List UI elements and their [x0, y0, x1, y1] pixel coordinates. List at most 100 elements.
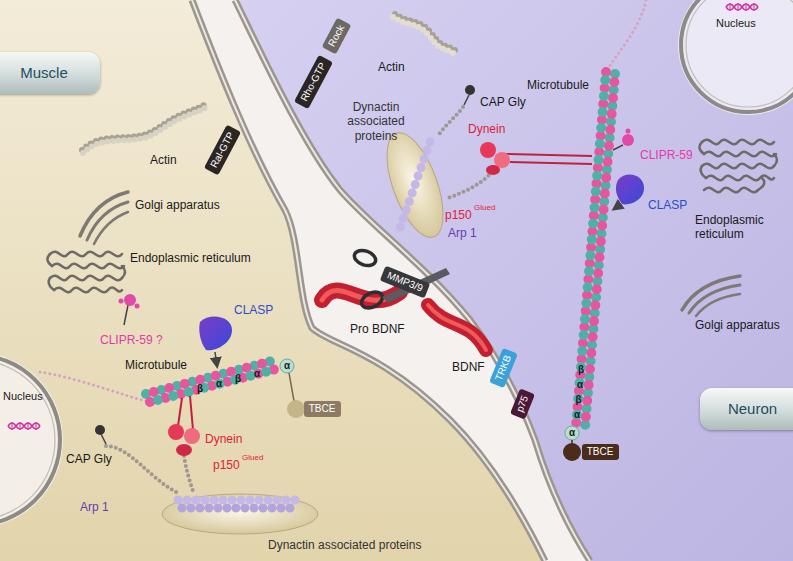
endoplasmic-reticulum-part: [52, 264, 124, 269]
organelle-label: Golgi apparatus: [695, 318, 780, 332]
nucleus-ground-part: [0, 352, 63, 528]
tbce-complex-part: [563, 443, 581, 461]
dynein-motor-part: [494, 152, 510, 168]
endoplasmic-reticulum-part: [699, 142, 777, 190]
cell-membrane-part: [235, 0, 590, 561]
golgi-apparatus-part: [696, 294, 740, 316]
endoplasmic-reticulum-part: [50, 276, 122, 281]
node-text: Muscle: [20, 64, 68, 82]
superscript-label: Glued: [474, 203, 495, 213]
clipr-icon-part: [613, 145, 623, 150]
microtubule-part: [606, 0, 646, 72]
organelle-label: Endoplasmic reticulum: [130, 251, 251, 265]
tbce-complex-part: [289, 373, 294, 401]
dynactin-complex-part: [400, 142, 430, 228]
subunit-label: α: [216, 378, 222, 390]
dynactin-complex-part: [182, 504, 296, 513]
actin-filament-part: [83, 107, 207, 153]
nuclear-envelope: [686, 0, 793, 107]
nucleus-ground-part: [678, 0, 793, 115]
part-label: Microtubule: [527, 78, 589, 92]
dna-icon-part: [726, 4, 758, 10]
bdnf-ribbon-part: [428, 305, 486, 350]
cell-membrane-part: [235, 0, 590, 561]
microtubule-part: [40, 372, 150, 402]
nuclear-envelope: [681, 0, 793, 112]
golgi-apparatus-part: [87, 202, 128, 240]
endoplasmic-reticulum-part: [47, 254, 125, 290]
dynein-motor-part: [184, 428, 200, 444]
clipr-icon-part: [119, 299, 124, 304]
cap-gly-p150-part: [101, 434, 106, 444]
dynein-motor: [168, 142, 592, 456]
dynein-motor-part: [176, 444, 192, 456]
subunit-label: α: [254, 368, 260, 380]
cap-gly-p150-part: [465, 85, 475, 95]
nucleus: Nucleus: [678, 0, 793, 115]
actin-filament: [82, 14, 458, 153]
dynein-motor-part: [178, 398, 182, 426]
clipr-icon-part: [124, 305, 128, 325]
cell-membrane: [192, 0, 590, 561]
endoplasmic-reticulum-part: [704, 152, 776, 157]
protein-label: Arp 1: [80, 500, 109, 514]
endoplasmic-reticulum-part: [704, 188, 758, 193]
dna-icon-part: [726, 4, 758, 10]
dynein-motor-part: [486, 165, 500, 175]
node-text: Neuron: [728, 400, 777, 418]
node-text: Nucleus: [716, 17, 756, 30]
endoplasmic-reticulum-part: [54, 287, 122, 292]
dna-icon: [8, 3, 758, 430]
dynactin-complex: [162, 126, 454, 534]
dna-icon-part: [12, 422, 36, 430]
subunit-label: β: [578, 364, 584, 376]
clipr-icon-part: [626, 129, 631, 134]
protein-label: Dynein: [205, 432, 242, 446]
node-text: p75: [513, 394, 530, 414]
cell-tab: Neuron: [700, 388, 793, 430]
dynein-motor-part: [480, 142, 496, 158]
subunit-label: β: [197, 383, 203, 395]
organelle-label: Endoplasmic reticulum: [695, 213, 780, 242]
dynactin-complex-part: [376, 126, 455, 244]
nuclear-envelope: [0, 355, 60, 525]
microtubule-part: [576, 72, 606, 425]
cap-gly-p150-part: [106, 446, 180, 494]
tbce-complex-part: [287, 400, 305, 418]
tbce-complex-part: [565, 426, 579, 440]
cap-gly-p150-part: [464, 95, 469, 105]
clasp-icon-part: [199, 316, 232, 350]
complex-label: Dynactin associated proteins: [268, 538, 421, 552]
golgi-apparatus-part: [689, 285, 740, 313]
nucleus: Nucleus: [0, 352, 63, 528]
complex-label: Dynactin associated proteins: [345, 100, 407, 143]
node-text: Nucleus: [3, 390, 43, 403]
part-label: Actin: [378, 60, 405, 74]
dna-icon-part: [8, 423, 40, 429]
clasp-icon-part: [614, 204, 621, 209]
actin-filament-part: [393, 17, 456, 55]
subunit-label: α: [284, 360, 290, 372]
tbce-box: TBCE: [304, 401, 341, 417]
dynactin-complex-part: [178, 496, 300, 505]
protein-label: CLIPR-59 ?: [100, 333, 163, 347]
protein-label: p150: [445, 208, 472, 222]
microtubule-part: [576, 72, 606, 425]
protein-label: CLIPR-59: [640, 148, 693, 162]
clipr-icon: [119, 129, 635, 326]
clasp-icon-part: [616, 174, 644, 204]
cap-gly-p150-part: [448, 172, 492, 198]
organelle-label: Golgi apparatus: [135, 198, 220, 212]
protein-label: p150: [213, 458, 240, 472]
nucleus-ground: [0, 0, 793, 528]
dna-icon-part: [730, 3, 754, 11]
dynein-motor-part: [168, 424, 184, 440]
protein-label: CAP Gly: [480, 95, 526, 109]
scissors-part: [352, 248, 377, 269]
subunit-label: α: [574, 409, 580, 421]
protein-label: Arp 1: [448, 226, 477, 240]
subunit-label: β: [235, 373, 241, 385]
dynein-motor-part: [190, 396, 193, 430]
